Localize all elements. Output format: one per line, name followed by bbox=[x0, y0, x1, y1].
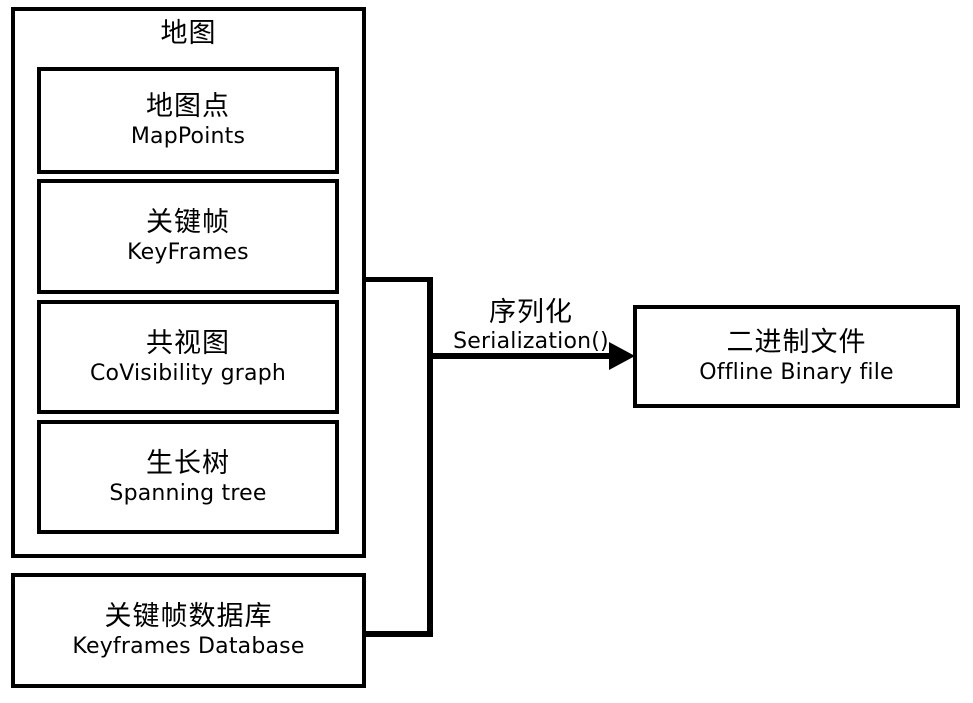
component-label-cn-mappoints: 地图点 bbox=[146, 91, 230, 122]
component-label-en-covisibility: CoVisibility graph bbox=[89, 360, 286, 386]
edge-label-en-serialization: Serialization() bbox=[453, 329, 609, 354]
component-box-covisibility: 共视图 CoVisibility graph bbox=[37, 300, 339, 414]
component-box-keyframes: 关键帧 KeyFrames bbox=[37, 179, 339, 294]
component-box-spanningtree: 生长树 Spanning tree bbox=[37, 420, 339, 534]
binary-file-box: 二进制文件 Offline Binary file bbox=[633, 305, 960, 408]
arrow-shaft-serialization bbox=[431, 353, 614, 359]
keyframes-database-label-en: Keyframes Database bbox=[72, 634, 305, 659]
arrow-head-icon bbox=[609, 342, 635, 370]
connector-line-database-to-bus bbox=[363, 631, 433, 637]
component-label-en-mappoints: MapPoints bbox=[130, 124, 246, 149]
edge-label-cn-serialization: 序列化 bbox=[489, 297, 573, 328]
component-label-en-keyframes: KeyFrames bbox=[127, 240, 249, 265]
component-label-cn-keyframes: 关键帧 bbox=[146, 207, 230, 238]
component-label-cn-spanningtree: 生长树 bbox=[146, 447, 230, 479]
map-container-title: 地图 bbox=[160, 18, 217, 49]
component-box-mappoints: 地图点 MapPoints bbox=[37, 67, 339, 174]
connector-line-vertical-bus bbox=[427, 277, 433, 637]
binary-file-label-en: Offline Binary file bbox=[699, 360, 894, 385]
keyframes-database-label-cn: 关键帧数据库 bbox=[104, 601, 273, 632]
binary-file-label-cn: 二进制文件 bbox=[726, 327, 867, 358]
component-label-cn-covisibility: 共视图 bbox=[146, 327, 230, 359]
component-label-en-spanningtree: Spanning tree bbox=[109, 480, 267, 506]
keyframes-database-box: 关键帧数据库 Keyframes Database bbox=[11, 573, 366, 688]
connector-line-map-to-bus bbox=[363, 277, 433, 282]
edge-label-serialization: 序列化 Serialization() bbox=[400, 297, 662, 355]
